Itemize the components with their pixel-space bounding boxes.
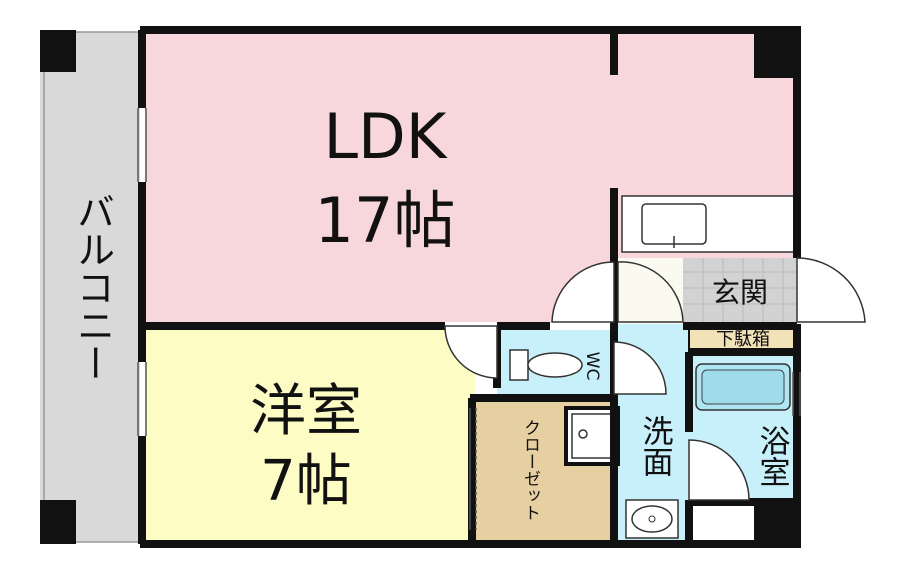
closet-label: クローゼット [520,419,540,521]
column [40,30,76,72]
walls [138,26,801,548]
western-room-floor [145,330,475,542]
toilet [509,349,583,381]
balcony-label: バルコニー [71,192,115,382]
washbasin [625,499,679,539]
ldk-label: LDK [324,100,448,173]
balcony-area [40,32,140,542]
western-room-size: 7帖 [260,449,352,514]
western-room-label: 洋室 [250,379,362,444]
washroom-label: 洗面 [637,415,673,477]
shoe-box-label: 下駄箱 [716,329,770,350]
column [754,500,801,544]
wc-label: WC [582,352,602,381]
entrance-floor [683,258,797,324]
bathroom-label: 浴室 [754,425,790,487]
entrance-label: 玄関 [712,276,768,309]
door-swings [444,257,866,501]
column [754,30,801,78]
column [40,500,76,544]
washing-machine-pan [564,406,620,466]
ldk-size: 17帖 [315,184,456,257]
